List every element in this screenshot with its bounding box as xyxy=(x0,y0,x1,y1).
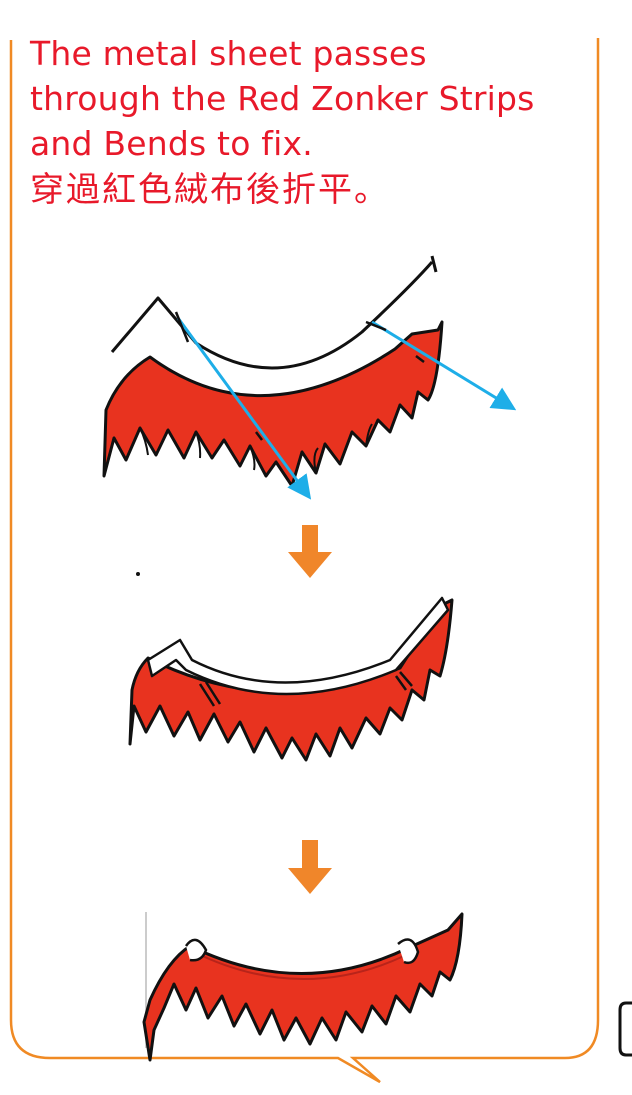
arrow-down-icon xyxy=(288,868,332,894)
step-2-group xyxy=(130,598,452,760)
stray-dot xyxy=(136,572,140,576)
step-1-group xyxy=(104,256,506,490)
metal-sheet-top xyxy=(112,262,432,368)
zonker-strip-3 xyxy=(144,914,462,1060)
zonker-strip-2 xyxy=(130,600,452,760)
step-arrow-2 xyxy=(288,840,332,894)
zonker-strip-1 xyxy=(104,322,442,486)
step-arrow-1 xyxy=(288,525,332,578)
arrow-down-icon xyxy=(288,552,332,578)
step-3-group xyxy=(144,912,462,1060)
metal-sheet-top-tip xyxy=(432,256,436,272)
edge-fragment xyxy=(620,1003,632,1055)
